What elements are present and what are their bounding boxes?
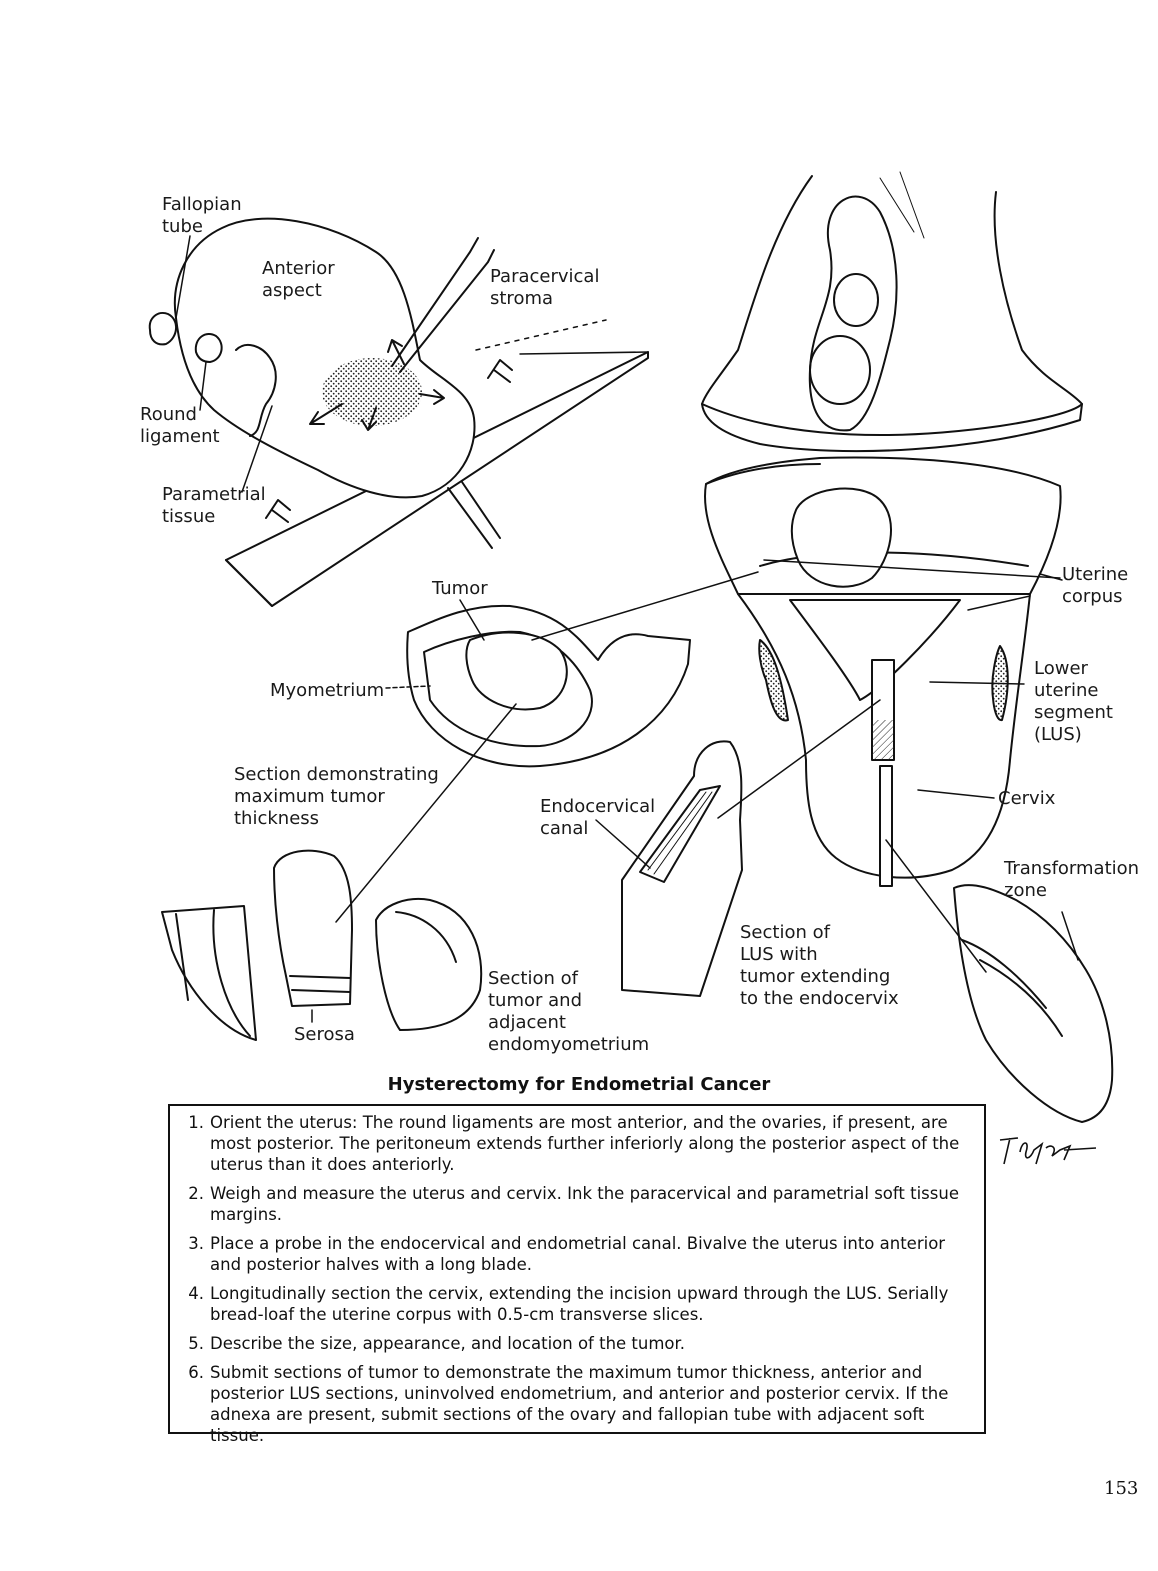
uterus-on-board-drawing <box>148 217 649 607</box>
bivalved-uterus-drawing <box>701 171 1083 887</box>
instruction-step: 3. Place a probe in the endocervical and … <box>178 1233 970 1275</box>
probe <box>447 481 501 549</box>
step-number: 5. <box>188 1334 204 1353</box>
label-uterine-corpus: Uterine corpus <box>1062 564 1129 607</box>
instruction-step: 2. Weigh and measure the uterus and cervi… <box>178 1183 970 1225</box>
step-number: 1. <box>188 1113 204 1132</box>
tumor-slice-drawing <box>406 604 691 768</box>
label-serosa: Serosa <box>294 1024 355 1045</box>
uterus-body <box>173 217 476 499</box>
step-text: Place a probe in the endocervical and en… <box>210 1234 946 1274</box>
lus-section-drawing <box>621 740 743 997</box>
label-cervix: Cervix <box>998 788 1056 809</box>
forceps <box>391 237 495 373</box>
label-section-lus: Section of LUS with tumor extending to t… <box>740 922 899 1009</box>
hollow-arrow <box>487 359 513 383</box>
figure-title: Hysterectomy for Endometrial Cancer <box>387 1074 771 1095</box>
instruction-step: 1. Orient the uterus: The round ligaments… <box>178 1112 970 1175</box>
section-blocks-drawing <box>161 849 483 1041</box>
step-text: Orient the uterus: The round ligaments a… <box>210 1113 960 1174</box>
label-paracervical-stroma: Paracervical stroma <box>490 266 600 309</box>
label-transformation-zone: Transformation zone <box>1004 858 1140 901</box>
label-myometrium: Myometrium <box>270 680 385 701</box>
label-tumor: Tumor <box>432 578 488 599</box>
step-text: Submit sections of tumor to demonstrate … <box>210 1363 949 1445</box>
stippled-stroma <box>322 358 422 426</box>
label-section-tumor-adjacent: Section of tumor and adjacent endomyomet… <box>488 968 650 1055</box>
label-section-max-thickness: Section demonstrating maximum tumor thic… <box>234 764 439 829</box>
label-lower-uterine-segment: Lower uterine segment (LUS) <box>1034 658 1113 745</box>
label-round-ligament: Round ligament <box>140 404 220 447</box>
label-parametrial-tissue: Parametrial tissue <box>162 484 266 527</box>
label-fallopian-tube: Fallopian tube <box>162 194 242 237</box>
instruction-step: 4. Longitudinally section the cervix, ext… <box>178 1283 970 1325</box>
artist-signature <box>999 1137 1097 1165</box>
instructions-box: 1. Orient the uterus: The round ligaments… <box>168 1104 986 1445</box>
step-text: Weigh and measure the uterus and cervix.… <box>210 1184 959 1224</box>
label-anterior-aspect: Anterior aspect <box>262 258 335 301</box>
label-endocervical-canal: Endocervical canal <box>540 796 656 839</box>
fallopian-tube-stub <box>148 312 177 346</box>
step-number: 4. <box>188 1284 204 1303</box>
instruction-step: 6. Submit sections of tumor to demonstrat… <box>178 1362 970 1446</box>
step-text: Describe the size, appearance, and locat… <box>210 1334 686 1353</box>
page-number: 153 <box>1104 1478 1139 1499</box>
round-ligament-stub <box>194 333 223 363</box>
step-text: Longitudinally section the cervix, exten… <box>210 1284 949 1324</box>
transformation-zone-drawing <box>953 884 1114 1123</box>
step-number: 2. <box>188 1184 204 1203</box>
leader-lines <box>311 571 1079 1023</box>
hollow-arrow <box>265 499 291 523</box>
instruction-step: 5. Describe the size, appearance, and loc… <box>178 1333 970 1354</box>
step-number: 3. <box>188 1234 204 1253</box>
step-number: 6. <box>188 1363 204 1382</box>
